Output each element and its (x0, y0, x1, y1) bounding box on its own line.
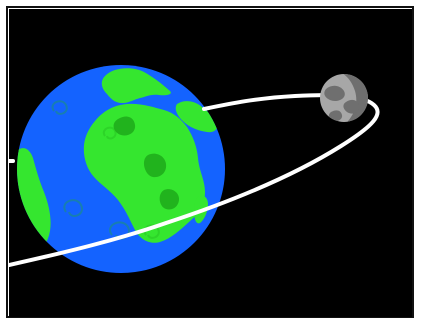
space-scene (9, 9, 412, 317)
orbit-illustration (9, 9, 412, 317)
